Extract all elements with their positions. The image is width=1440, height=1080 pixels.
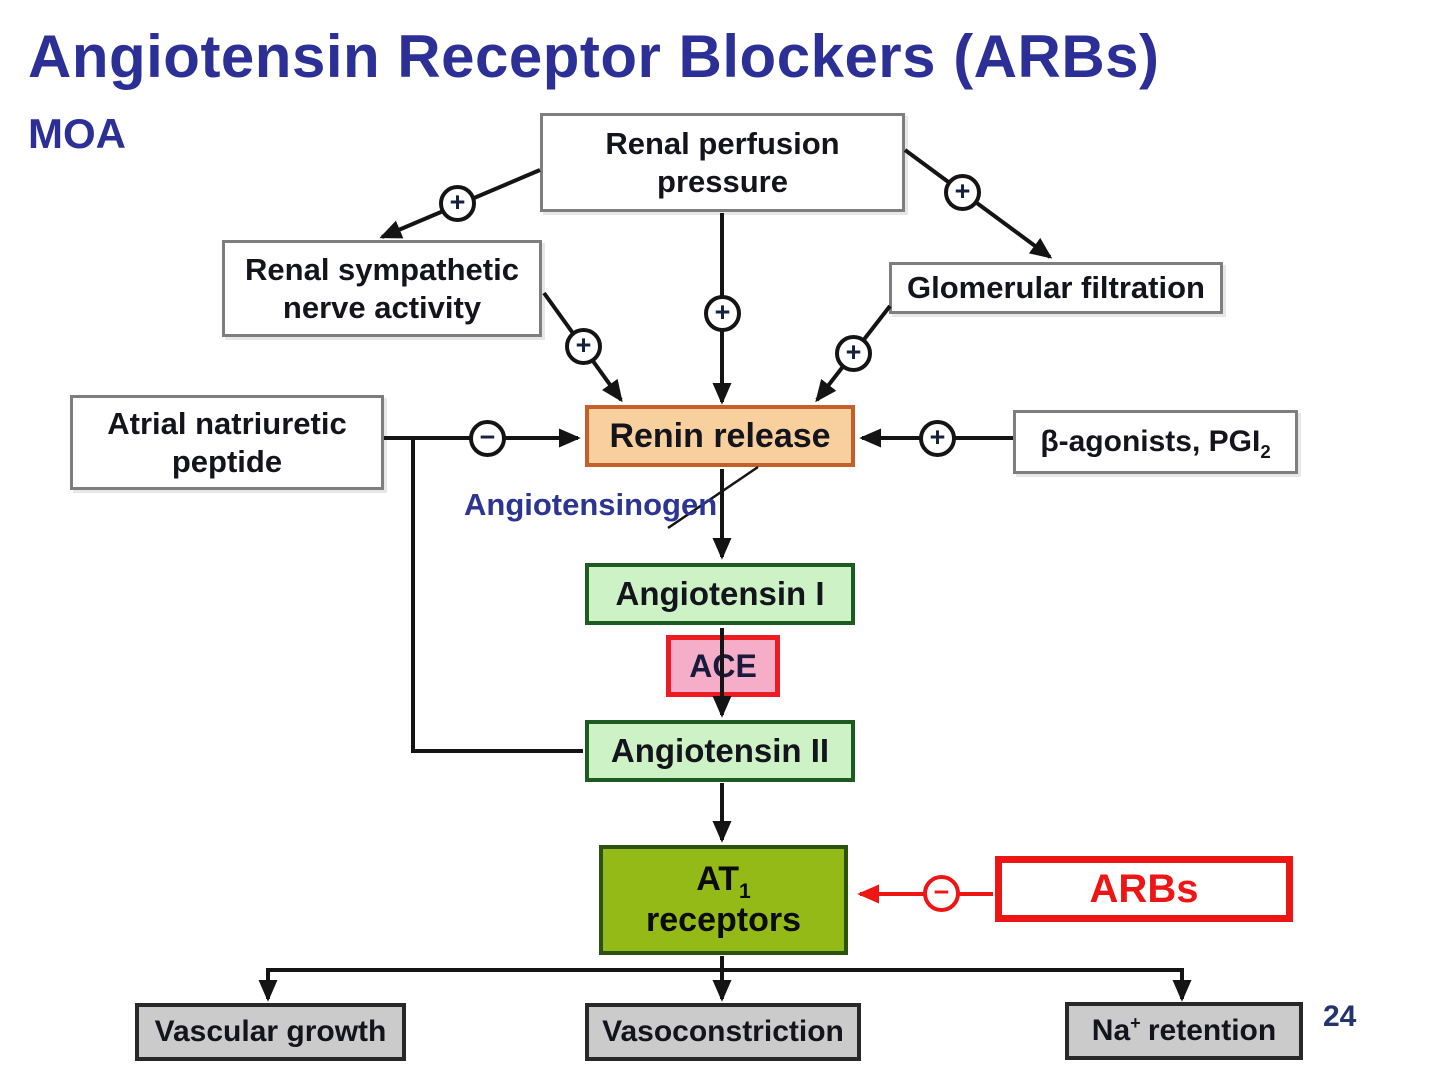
node-label: β-agonists, PGI2 <box>1040 425 1271 462</box>
plus-sign-perfusion-renin: + <box>704 295 741 332</box>
plus-sign-perfusion-glomerular: + <box>944 174 981 211</box>
plus-glyph: + <box>929 422 946 452</box>
line-anp-to-angiotensin-ii <box>411 439 583 753</box>
plus-glyph: + <box>575 330 592 360</box>
node-at1-receptors: AT1 receptors <box>599 845 848 955</box>
node-label: ACE <box>689 647 757 684</box>
plus-glyph: + <box>845 337 862 367</box>
node-label: receptors <box>646 901 801 939</box>
node-vasoconstriction: Vasoconstriction <box>585 1003 861 1061</box>
plus-sign-sympathetic-renin: + <box>565 328 602 365</box>
subtitle-moa: MOA <box>28 110 126 157</box>
page-title: Angiotensin Receptor Blockers (ARBs) <box>28 23 1160 90</box>
node-label: Renal sympathetic <box>245 252 519 288</box>
node-label: Vasoconstriction <box>602 1015 844 1048</box>
node-na-retention: Na+retention <box>1065 1002 1303 1060</box>
node-label: Atrial natriuretic <box>107 406 347 442</box>
page-number: 24 <box>1323 1000 1357 1033</box>
node-label: Na+retention <box>1091 1013 1277 1047</box>
node-label: Vascular growth <box>154 1015 387 1048</box>
node-label: pressure <box>657 163 788 199</box>
minus-sign-arbs-at1: − <box>923 875 960 912</box>
plus-glyph: + <box>954 176 971 206</box>
node-angiotensin-i: Angiotensin I <box>585 563 855 625</box>
node-label: Glomerular filtration <box>907 270 1205 306</box>
angiotensinogen-label: Angiotensinogen <box>464 487 718 522</box>
plus-sign-beta-agonists-renin: + <box>919 420 956 457</box>
node-ace: ACE <box>666 635 780 697</box>
node-glomerular-filtration: Glomerular filtration <box>889 262 1223 314</box>
plus-sign-perfusion-sympathetic: + <box>439 185 476 222</box>
node-renal-sympathetic-nerve-activity: Renal sympathetic nerve activity <box>222 240 542 337</box>
node-label: AT1 <box>696 860 751 903</box>
minus-glyph: − <box>479 422 496 452</box>
minus-sign-anp-renin: − <box>469 420 506 457</box>
node-label: Angiotensin I <box>615 575 825 613</box>
arrow-perfusion-to-glomerular <box>903 148 1053 259</box>
node-vascular-growth: Vascular growth <box>135 1003 406 1061</box>
superscript: + <box>1130 1013 1141 1033</box>
plus-sign-glomerular-renin: + <box>835 335 872 372</box>
subscript: 1 <box>739 880 751 903</box>
node-label: ARBs <box>1089 867 1199 911</box>
node-atrial-natriuretic-peptide: Atrial natriuretic peptide <box>70 395 384 490</box>
node-label: Angiotensin II <box>610 732 830 770</box>
node-label: nerve activity <box>282 289 482 325</box>
node-beta-agonists-pgi2: β-agonists, PGI2 <box>1013 410 1298 474</box>
minus-glyph: − <box>933 877 950 907</box>
node-label: peptide <box>171 443 283 479</box>
node-arbs: ARBs <box>995 856 1293 922</box>
node-renin-release: Renin release <box>585 405 855 467</box>
subscript: 2 <box>1260 441 1271 462</box>
node-renal-perfusion-pressure: Renal perfusion pressure <box>540 113 905 212</box>
plus-glyph: + <box>449 187 466 217</box>
plus-glyph: + <box>714 297 731 327</box>
node-label: Renin release <box>609 416 831 455</box>
node-label: Renal perfusion <box>605 126 840 162</box>
node-angiotensin-ii: Angiotensin II <box>585 720 855 782</box>
